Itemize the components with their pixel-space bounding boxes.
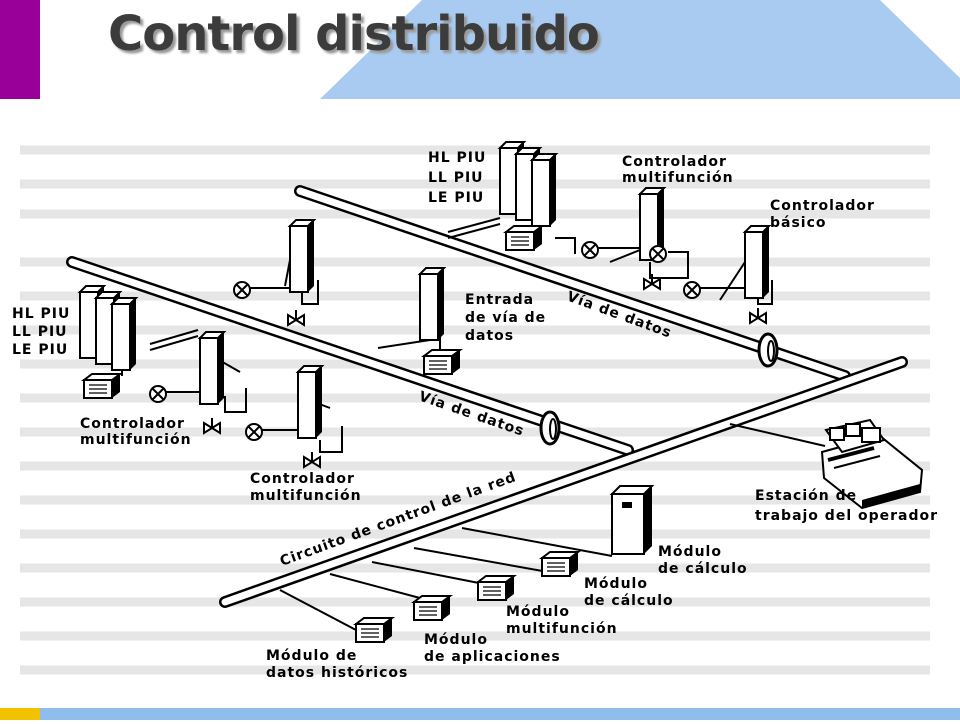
ctrl-multi-top-line-2: multifunción xyxy=(622,170,734,186)
piu-left-line-1: HL PIU xyxy=(12,306,70,322)
motor-valve-icon xyxy=(643,273,661,290)
calc-module-cabinet xyxy=(609,485,655,555)
entry-line-2: de vía de xyxy=(465,310,546,326)
hist-module-box xyxy=(355,617,393,643)
multi-module-box xyxy=(477,575,515,601)
apps-module-line-1: Módulo xyxy=(424,632,488,648)
ctrl-multi-left-line-2: multifunción xyxy=(80,432,192,448)
piu-cabinets-left xyxy=(79,285,137,371)
calc2-line-2: de cálculo xyxy=(584,593,674,609)
piu-top-line-1: HL PIU xyxy=(428,150,486,166)
ctrl-multi-mid-cabinet xyxy=(297,365,323,439)
piu-left-terminal xyxy=(83,373,121,399)
station-line-1: Estación de xyxy=(755,488,857,504)
slide-title: Control distribuido xyxy=(108,6,600,62)
ctrl-multi-left-cabinet xyxy=(199,331,225,405)
ctrl-multi-left-line-1: Controlador xyxy=(80,416,185,432)
piu-top-terminal xyxy=(505,225,543,251)
motor-valve-icon xyxy=(287,309,305,326)
piu-left-line-2: LL PIU xyxy=(12,324,68,340)
lower-data-bus xyxy=(66,256,634,456)
ctrl-multi-mid-line-2: multifunción xyxy=(250,488,362,504)
entry-terminal xyxy=(423,349,461,375)
background-scan-lines xyxy=(20,145,930,675)
piu-top-line-2: LL PIU xyxy=(428,170,484,186)
ctrl-basic-line-1: Controlador xyxy=(770,198,875,214)
multi-module-line-1: Módulo xyxy=(506,604,570,620)
network-bus xyxy=(219,356,908,608)
operator-station xyxy=(820,418,924,510)
calc-module-box xyxy=(541,551,579,577)
valve-icon xyxy=(683,281,701,299)
calc1-line-2: de cálculo xyxy=(658,561,748,577)
valve-icon xyxy=(649,245,667,263)
title-accent-bar xyxy=(0,0,40,99)
hist-module-line-1: Módulo de xyxy=(266,648,357,664)
multi-module-line-2: multifunción xyxy=(506,621,618,637)
piu-top-line-3: LE PIU xyxy=(428,190,484,206)
station-line-2: trabajo del operador xyxy=(755,508,938,524)
valve-icon xyxy=(233,281,251,299)
ctrl-multi-top-line-1: Controlador xyxy=(622,154,727,170)
hist-module-line-2: datos históricos xyxy=(266,665,408,681)
ctrl-top-left-cabinet xyxy=(289,219,315,293)
bottom-accent-bar xyxy=(0,708,40,720)
apps-module-box xyxy=(413,595,451,621)
bottom-band xyxy=(40,708,960,720)
connection-lines xyxy=(121,217,826,631)
piu-left-line-3: LE PIU xyxy=(12,342,68,358)
apps-module-line-2: de aplicaciones xyxy=(424,649,561,665)
upper-data-bus xyxy=(294,185,851,382)
valve-icon xyxy=(581,241,599,259)
calc2-line-1: Módulo xyxy=(584,576,648,592)
ctrl-basic-cabinet xyxy=(744,225,770,299)
ctrl-basic-line-2: básico xyxy=(770,215,827,231)
calc1-line-1: Módulo xyxy=(658,544,722,560)
entry-line-3: datos xyxy=(465,328,514,344)
piu-cabinets-top xyxy=(499,141,557,227)
ctrl-multi-mid-line-1: Controlador xyxy=(250,471,355,487)
entry-line-1: Entrada xyxy=(465,292,534,308)
valve-icon xyxy=(245,423,263,441)
entry-cabinet xyxy=(419,267,445,341)
valve-icon xyxy=(149,385,167,403)
title-band xyxy=(320,0,960,99)
motor-valve-icon xyxy=(749,307,767,324)
